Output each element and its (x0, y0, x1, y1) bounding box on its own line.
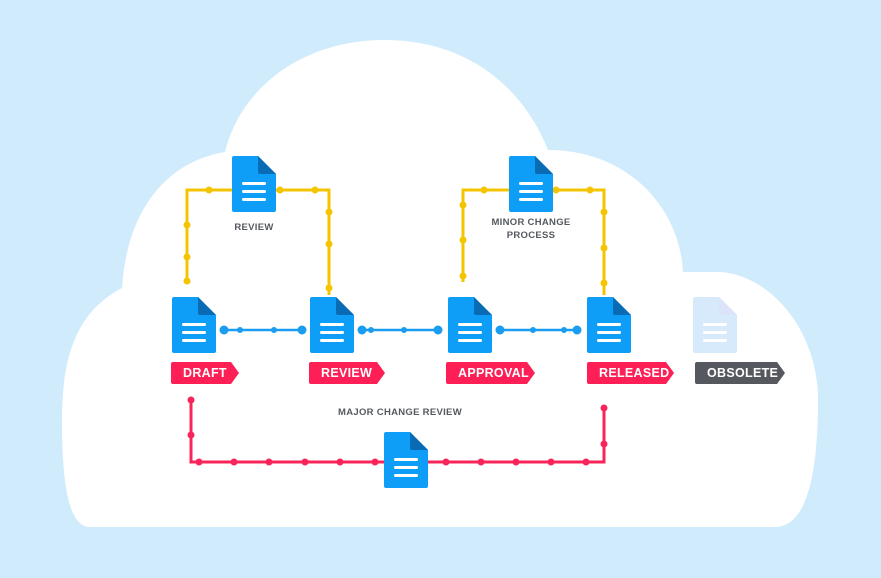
connector-path (276, 188, 331, 295)
connector-dot (265, 458, 273, 466)
tag-shape (446, 362, 535, 384)
connector-dot (600, 244, 608, 252)
connector-dot (561, 327, 567, 333)
major-change-document-icon (384, 432, 428, 488)
review-loop-document-icon (232, 156, 276, 212)
stage-tag-draft: DRAFT (171, 362, 239, 384)
connector-dot (357, 325, 367, 335)
tag-shape (171, 362, 239, 384)
review-loop-connector (183, 186, 333, 295)
connector-dot (183, 277, 191, 285)
connector-dot (495, 325, 505, 335)
connector-dot (297, 325, 307, 335)
connector-dot (230, 458, 238, 466)
approval-document-icon (448, 297, 492, 353)
connector-dot (401, 327, 407, 333)
connector-dot (276, 186, 284, 194)
tag-shape (587, 362, 674, 384)
connector-dot (477, 458, 485, 466)
connector-dot (187, 396, 195, 404)
connector-dot (600, 440, 608, 448)
main-flow-connector (219, 325, 582, 335)
stage-tag-released: RELEASED (587, 362, 674, 384)
connector-dot (530, 327, 536, 333)
connector-dot (183, 253, 191, 261)
connector-dot (442, 458, 450, 466)
connector-path (189, 400, 384, 464)
connector-dot (219, 325, 229, 335)
tag-shape (695, 362, 785, 384)
stage-tag-review: REVIEW (309, 362, 385, 384)
connector-path (461, 188, 509, 282)
connector-dot (301, 458, 309, 466)
connector-dot (480, 186, 488, 194)
connector-dot (205, 186, 213, 194)
major-change-caption: MAJOR CHANGE REVIEW (338, 407, 462, 418)
connector-dot (586, 186, 594, 194)
connector-dot (311, 186, 319, 194)
connector-dot (325, 240, 333, 248)
review-loop-caption: REVIEW (234, 222, 274, 233)
connector-dot (371, 458, 379, 466)
review-document-icon (310, 297, 354, 353)
stage-label-released: RELEASED (599, 366, 670, 380)
tag-shape (309, 362, 385, 384)
minor-change-connector (459, 186, 608, 295)
stage-label-approval: APPROVAL (458, 366, 529, 380)
stage-label-review: REVIEW (321, 366, 373, 380)
major-change-connector (187, 396, 608, 466)
connector-dot (368, 327, 374, 333)
connector-dot (336, 458, 344, 466)
connector-dot (600, 208, 608, 216)
connector-dot (459, 201, 467, 209)
connector-dot (572, 325, 582, 335)
stage-tag-approval: APPROVAL (446, 362, 535, 384)
stage-tag-obsolete: OBSOLETE (695, 362, 785, 384)
connector-dot (237, 327, 243, 333)
connector-path (185, 188, 232, 282)
connector-dot (600, 404, 608, 412)
connector-path (553, 188, 606, 295)
minor-change-document-icon (509, 156, 553, 212)
obsolete-document-icon (693, 297, 737, 353)
connector-dot (552, 186, 560, 194)
connector-dot (582, 458, 590, 466)
connector-dot (512, 458, 520, 466)
connector-path (428, 405, 606, 464)
released-document-icon (587, 297, 631, 353)
stage-label-obsolete: OBSOLETE (707, 366, 779, 380)
connector-dot (325, 284, 333, 292)
connector-dot (271, 327, 277, 333)
connector-dot (600, 279, 608, 287)
minor-change-caption-line1: MINOR CHANGE (491, 217, 571, 228)
minor-change-caption-line2: PROCESS (506, 230, 556, 241)
connector-dot (547, 458, 555, 466)
connector-dot (433, 325, 443, 335)
connector-dot (459, 272, 467, 280)
connector-dot (195, 458, 203, 466)
connector-dot (325, 208, 333, 216)
connector-dot (183, 221, 191, 229)
connector-dot (459, 236, 467, 244)
draft-document-icon (172, 297, 216, 353)
connector-dot (187, 431, 195, 439)
minor-change-caption: MINOR CHANGE PROCESS (471, 216, 591, 242)
stage-label-draft: DRAFT (183, 366, 227, 380)
